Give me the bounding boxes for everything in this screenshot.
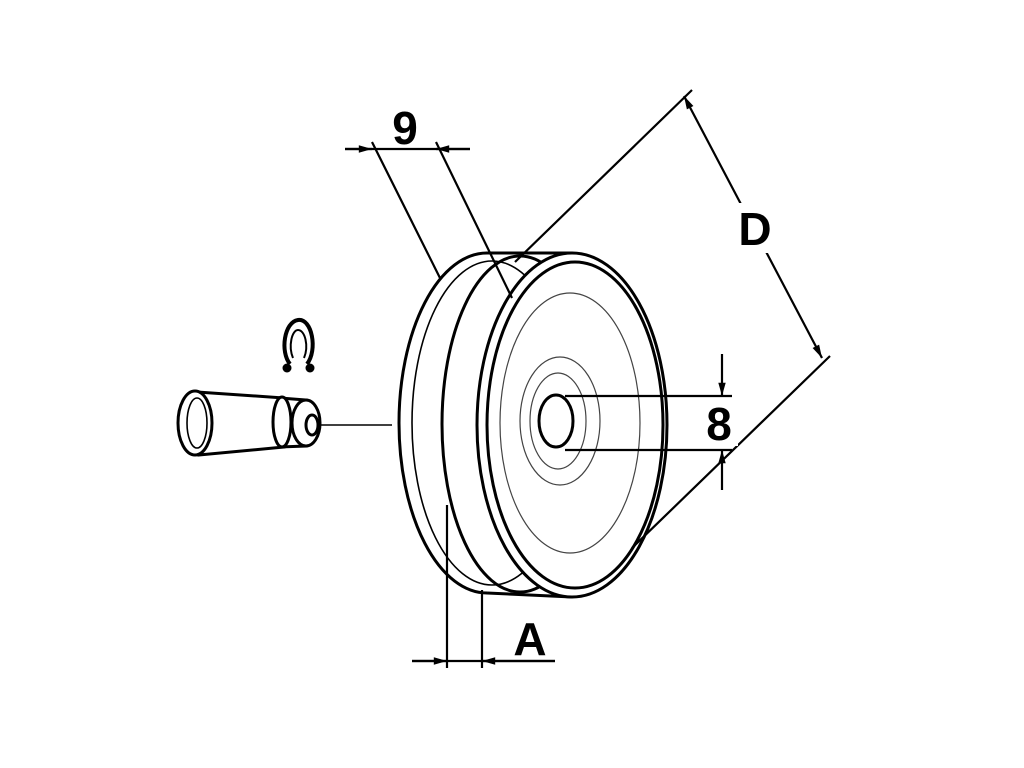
clip-end-right [305,363,315,373]
clip-ring [282,318,315,366]
bore-label: 8 [706,398,732,450]
dimension-groove: A [412,505,555,668]
diameter-extension-bottom [631,355,831,549]
clip-end-left [282,363,292,373]
width-extension-left [371,141,441,279]
groove-label: A [513,613,546,665]
width-label: 9 [392,102,418,154]
bore-hole [537,393,575,449]
diameter-label: D [738,203,771,255]
hub-inner [529,372,587,470]
pin [176,389,322,457]
front-face-ring [499,292,641,554]
diameter-label-background [733,203,777,253]
bore-label-background [700,402,738,446]
pin-collar-edge [271,395,293,449]
dimension-diameter: D [514,89,831,549]
dimension-width: 9 [345,102,513,299]
pin-head-inner [186,397,208,449]
width-extension-right [435,141,513,299]
pin-head [176,389,214,457]
clip-inner [289,328,308,359]
pulley-wheel [397,251,669,599]
retaining-clip [282,318,315,373]
diameter-extension-top [514,89,693,263]
front-flange-rim [485,260,665,590]
pin-end-face [304,413,320,437]
hub-outer [519,356,601,486]
dimension-bore: 8 [565,354,738,490]
